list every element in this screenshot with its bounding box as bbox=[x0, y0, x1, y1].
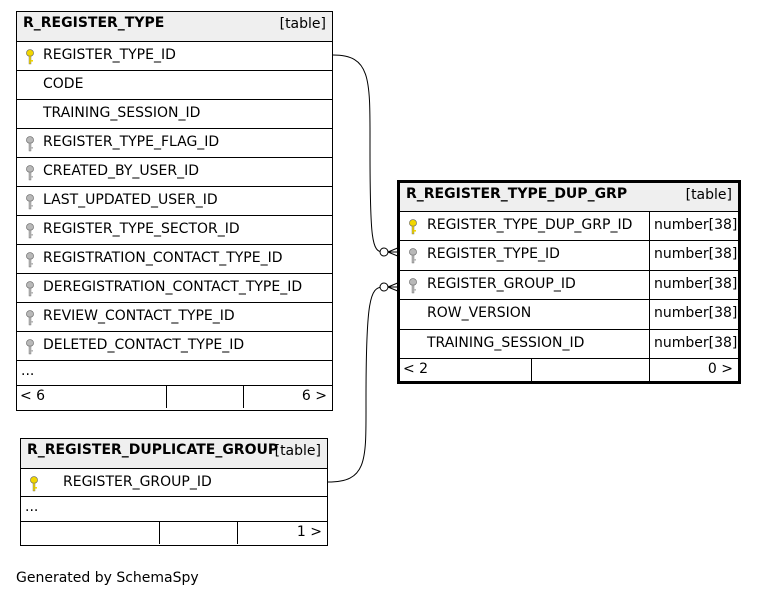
column-name: REVIEW_CONTACT_TYPE_ID bbox=[43, 308, 235, 324]
relationship-optional-marker bbox=[379, 282, 389, 292]
column-row[interactable]: LAST_UPDATED_USER_ID bbox=[17, 187, 332, 216]
foreign-key-icon bbox=[25, 223, 35, 239]
table-header: R_REGISTER_TYPE [table] bbox=[17, 12, 332, 42]
foreign-key-icon bbox=[25, 281, 35, 297]
column-name: TRAINING_SESSION_ID bbox=[427, 334, 585, 351]
foreign-key-icon bbox=[25, 165, 35, 181]
column-name: DELETED_CONTACT_TYPE_ID bbox=[43, 337, 245, 353]
column-row[interactable]: REGISTER_TYPE_FLAG_ID bbox=[17, 129, 332, 158]
table-type-label: [table] bbox=[279, 16, 326, 32]
column-row[interactable]: DEREGISTRATION_CONTACT_TYPE_ID bbox=[17, 274, 332, 303]
column-name: LAST_UPDATED_USER_ID bbox=[43, 192, 218, 208]
table-name: R_REGISTER_TYPE_DUP_GRP bbox=[406, 186, 628, 202]
column-name: DEREGISTRATION_CONTACT_TYPE_ID bbox=[43, 279, 303, 295]
foreign-key-icon bbox=[25, 194, 35, 210]
table-type-label: [table] bbox=[685, 187, 732, 203]
column-name: ROW_VERSION bbox=[427, 305, 532, 322]
foreign-key-icon bbox=[25, 252, 35, 268]
column-row[interactable]: TRAINING_SESSION_ID bbox=[17, 100, 332, 129]
column-type: number[38] bbox=[654, 246, 738, 263]
table-header: R_REGISTER_DUPLICATE_GROUP [table] bbox=[21, 439, 327, 469]
column-row[interactable]: REVIEW_CONTACT_TYPE_ID bbox=[17, 303, 332, 332]
relationship-optional-marker bbox=[379, 247, 389, 257]
column-type: number[38] bbox=[654, 275, 738, 292]
table-footer: 1 > bbox=[21, 522, 327, 544]
column-type-cell: number[38] bbox=[649, 241, 738, 270]
table-name: R_REGISTER_DUPLICATE_GROUP bbox=[27, 442, 279, 458]
parents-count[interactable]: < 6 bbox=[20, 388, 46, 404]
column-name: REGISTER_TYPE_ID bbox=[427, 246, 560, 263]
column-row[interactable]: REGISTER_GROUP_ID bbox=[21, 469, 327, 497]
column-row[interactable]: ROW_VERSION number[38] bbox=[400, 300, 738, 330]
children-count[interactable]: 6 > bbox=[301, 388, 327, 404]
table-r-register-type-dup-grp[interactable]: R_REGISTER_TYPE_DUP_GRP [table] REGISTER… bbox=[397, 180, 741, 384]
table-footer: < 2 0 > bbox=[400, 358, 738, 383]
column-name: REGISTER_GROUP_ID bbox=[63, 474, 212, 490]
column-type-cell: number[38] bbox=[649, 212, 738, 241]
column-row[interactable]: REGISTER_TYPE_ID number[38] bbox=[400, 241, 738, 271]
foreign-key-icon bbox=[25, 136, 35, 152]
column-row[interactable]: REGISTRATION_CONTACT_TYPE_ID bbox=[17, 245, 332, 274]
column-type: number[38] bbox=[654, 305, 738, 322]
primary-key-icon bbox=[408, 219, 418, 235]
column-name: REGISTER_TYPE_DUP_GRP_ID bbox=[427, 217, 633, 233]
column-type: number[38] bbox=[654, 334, 738, 351]
primary-key-icon bbox=[25, 49, 35, 65]
column-type-cell: number[38] bbox=[649, 270, 738, 300]
column-name: CREATED_BY_USER_ID bbox=[43, 163, 200, 179]
primary-key-icon bbox=[29, 476, 39, 492]
column-name: REGISTER_TYPE_ID bbox=[43, 47, 176, 63]
foreign-key-icon bbox=[25, 339, 35, 355]
column-row[interactable]: CODE bbox=[17, 71, 332, 100]
parents-count[interactable]: < 2 bbox=[403, 360, 429, 377]
table-header: R_REGISTER_TYPE_DUP_GRP [table] bbox=[400, 183, 738, 212]
column-row[interactable]: REGISTER_GROUP_ID number[38] bbox=[400, 270, 738, 301]
column-type-cell: number[38] bbox=[649, 329, 738, 358]
column-name: REGISTER_TYPE_FLAG_ID bbox=[43, 134, 220, 150]
table-footer: < 6 6 > bbox=[17, 386, 332, 408]
column-name: CODE bbox=[43, 76, 84, 92]
column-row[interactable]: TRAINING_SESSION_ID number[38] bbox=[400, 329, 738, 359]
column-name: REGISTER_GROUP_ID bbox=[427, 275, 576, 292]
column-row[interactable]: CREATED_BY_USER_ID bbox=[17, 158, 332, 187]
relationship-register-type bbox=[332, 54, 384, 253]
table-name: R_REGISTER_TYPE bbox=[23, 15, 165, 31]
column-row[interactable]: DELETED_CONTACT_TYPE_ID bbox=[17, 332, 332, 361]
more-columns-indicator: ... bbox=[21, 497, 327, 522]
children-count[interactable]: 0 > bbox=[707, 360, 733, 377]
table-r-register-type[interactable]: R_REGISTER_TYPE [table] REGISTER_TYPE_ID… bbox=[16, 11, 333, 411]
generated-by-footer: Generated by SchemaSpy bbox=[16, 570, 199, 586]
table-r-register-duplicate-group[interactable]: R_REGISTER_DUPLICATE_GROUP [table] REGIS… bbox=[20, 438, 328, 546]
column-type: number[38] bbox=[654, 217, 738, 233]
foreign-key-icon bbox=[408, 278, 418, 294]
foreign-key-icon bbox=[25, 310, 35, 326]
column-row[interactable]: REGISTER_TYPE_SECTOR_ID bbox=[17, 216, 332, 245]
column-name: REGISTER_TYPE_SECTOR_ID bbox=[43, 221, 240, 237]
children-count[interactable]: 1 > bbox=[296, 524, 322, 540]
more-columns-indicator: ... bbox=[17, 361, 332, 386]
foreign-key-icon bbox=[408, 248, 418, 264]
column-name: TRAINING_SESSION_ID bbox=[43, 105, 201, 121]
column-row[interactable]: REGISTER_TYPE_ID bbox=[17, 42, 332, 71]
column-row[interactable]: REGISTER_TYPE_DUP_GRP_ID number[38] bbox=[400, 212, 738, 242]
column-type-cell: number[38] bbox=[649, 300, 738, 329]
relationship-register-group bbox=[327, 286, 384, 483]
column-name: REGISTRATION_CONTACT_TYPE_ID bbox=[43, 250, 283, 266]
table-type-label: [table] bbox=[274, 443, 321, 459]
